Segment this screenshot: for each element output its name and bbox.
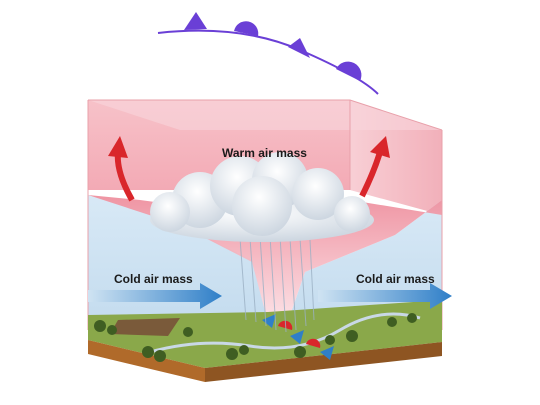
warm-air-rising-arrow-right xyxy=(359,136,390,198)
ground-surface xyxy=(88,300,442,368)
occluded-front-symbol xyxy=(157,12,379,95)
cold-air-arrow-left xyxy=(88,283,222,309)
front-semicircle-1 xyxy=(234,21,259,36)
ground-front-soil xyxy=(88,340,205,382)
cold-air-mass-left-label: Cold air mass xyxy=(114,272,193,286)
cold-air-mass-right-label: Cold air mass xyxy=(356,272,435,286)
front-semicircle-2 xyxy=(336,61,362,81)
plowed-field xyxy=(110,318,180,336)
front-triangle-1 xyxy=(184,12,207,30)
trees xyxy=(94,313,417,362)
warm-air-rising-arrow-left xyxy=(108,136,135,202)
river xyxy=(149,312,421,354)
front-triangle-2 xyxy=(288,38,310,58)
rain xyxy=(239,235,315,333)
storm-cloud xyxy=(150,152,374,242)
warm-air-mass-label: Warm air mass xyxy=(222,146,307,160)
ground-side-soil xyxy=(205,342,442,382)
cold-air-arrow-right xyxy=(318,283,452,309)
ground-block xyxy=(88,300,442,382)
warm-air-top-face xyxy=(88,100,442,130)
